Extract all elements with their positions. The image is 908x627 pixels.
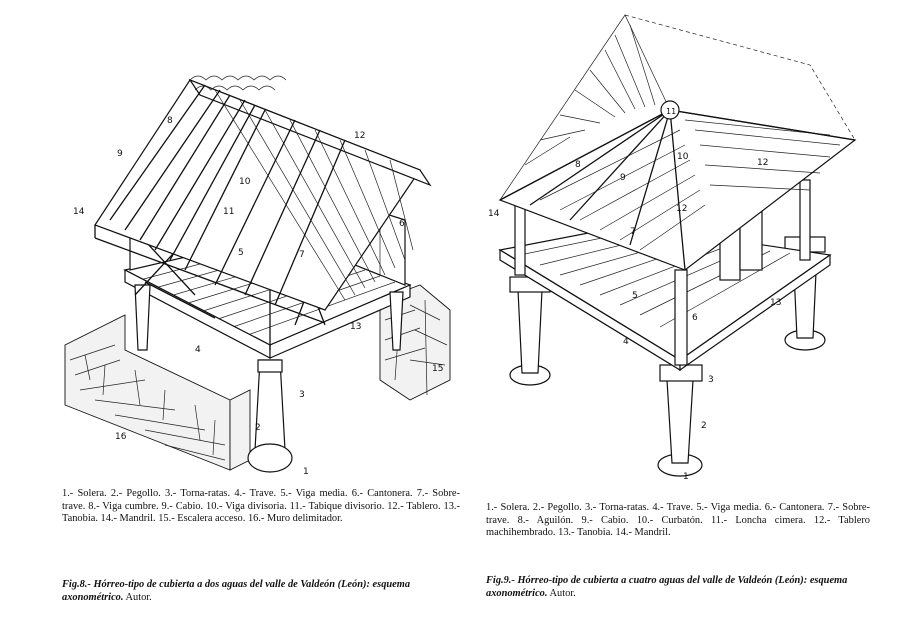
fig9-label-14: 14 — [488, 209, 500, 219]
fig8-label-7: 7 — [299, 250, 305, 260]
fig8-label-14: 14 — [73, 207, 85, 217]
fig9-label-1: 1 — [683, 472, 689, 480]
fig8-label-15: 15 — [432, 364, 443, 374]
fig8-label-12: 12 — [354, 131, 365, 141]
fig8-title-author: Autor. — [123, 591, 152, 603]
fig9-legend: 1.- Solera. 2.- Pegollo. 3.- Torna-ratas… — [486, 502, 870, 539]
fig9-label-12b: 12 — [757, 158, 768, 168]
fig9-label-5: 5 — [632, 291, 638, 301]
fig8-label-11: 11 — [223, 207, 234, 217]
pillars — [509, 236, 826, 477]
fig8-title: Fig.8.- Hórreo-tipo de cubierta a dos ag… — [62, 579, 460, 604]
fig8-label-16: 16 — [115, 432, 127, 442]
figure-8-drawing: 1 2 3 4 5 6 7 8 9 10 11 12 13 14 15 16 — [55, 60, 465, 480]
fig8-label-13: 13 — [350, 322, 361, 332]
fig9-label-8: 8 — [575, 160, 581, 170]
fig8-label-1: 1 — [303, 467, 309, 477]
fig9-label-9: 9 — [620, 173, 626, 183]
fig9-label-11: 11 — [666, 107, 676, 116]
fig8-legend: 1.- Solera. 2.- Pegollo. 3.- Torna-ratas… — [62, 488, 460, 525]
fig9-label-6: 6 — [692, 313, 698, 323]
roof-four-slopes — [498, 14, 857, 271]
fig8-label-9: 9 — [117, 149, 123, 159]
fig9-title-author: Autor. — [547, 587, 576, 599]
fig9-label-3: 3 — [708, 375, 714, 385]
posts — [514, 179, 811, 366]
fig8-title-text: Fig.8.- Hórreo-tipo de cubierta a dos ag… — [62, 579, 411, 603]
pillars — [134, 284, 404, 473]
fig9-title: Fig.9.- Hórreo-tipo de cubierta a cuatro… — [486, 575, 870, 600]
fig8-label-4: 4 — [195, 345, 201, 355]
fig8-label-6: 6 — [399, 219, 405, 229]
fig9-label-10: 10 — [677, 152, 689, 162]
fig9-label-4: 4 — [623, 337, 629, 347]
fig8-label-8: 8 — [167, 116, 173, 126]
fig9-label-7: 7 — [630, 227, 636, 237]
fig8-label-10: 10 — [239, 177, 251, 187]
fig9-title-text: Fig.9.- Hórreo-tipo de cubierta a cuatro… — [486, 575, 848, 599]
fig8-label-5: 5 — [238, 248, 244, 258]
fig9-label-12a: 12 — [676, 204, 687, 214]
fig8-label-3: 3 — [299, 390, 305, 400]
fig9-label-2: 2 — [701, 421, 707, 431]
figure-9-drawing: 1 2 3 4 5 6 7 8 9 10 11 12 12 13 14 — [480, 5, 890, 480]
fig8-label-2: 2 — [255, 423, 261, 433]
stone-wall-16 — [64, 314, 251, 471]
fig9-label-13: 13 — [770, 298, 781, 308]
roof-two-slopes — [94, 75, 432, 324]
